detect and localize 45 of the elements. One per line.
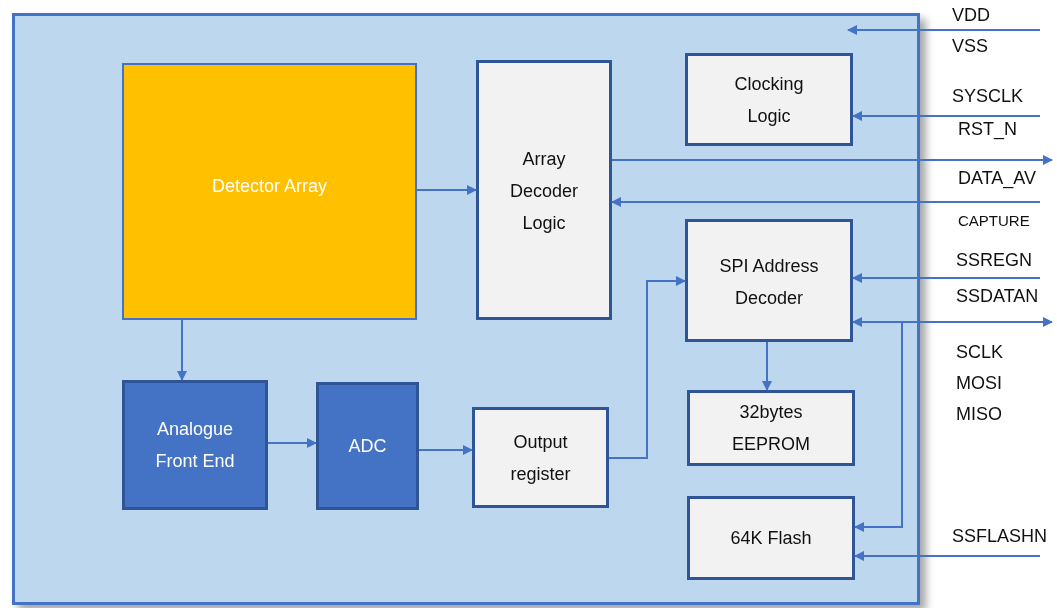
block-label: 32bytes EEPROM (731, 401, 811, 456)
signal-name: SYSCLK (952, 87, 1024, 106)
arrow (854, 551, 1041, 561)
signal-block (122, 380, 268, 510)
arrow (611, 155, 1053, 165)
arrow (418, 445, 473, 455)
logic-block (687, 390, 855, 466)
signal-name: VSS (952, 37, 989, 56)
logic-block (472, 407, 609, 508)
logic-block (476, 60, 612, 320)
arrow (416, 185, 477, 195)
signal-name: VDD (952, 6, 990, 25)
arrow (762, 341, 772, 391)
block-label: ADC (348, 435, 387, 458)
arrow (852, 317, 1053, 327)
signal-name: SSFLASHN (952, 527, 1048, 546)
signal-name: CAPTURE (958, 211, 1030, 230)
arrow (847, 25, 1041, 35)
block-label: SPI Address Decoder (718, 255, 820, 310)
arrow (177, 319, 187, 381)
arrow (854, 321, 903, 532)
signal-name: MOSI (956, 374, 1002, 393)
block-label: Array Decoder Logic (508, 148, 579, 235)
signal-name: DATA_AV (958, 169, 1037, 188)
signal-block (316, 382, 419, 510)
arrow (267, 438, 317, 448)
chip-outline (12, 13, 920, 605)
signal-name: SCLK (956, 343, 1004, 362)
block-label: 64K Flash (730, 527, 812, 550)
block-label: Detector Array (211, 175, 327, 198)
logic-block (685, 219, 853, 342)
arrow (852, 273, 1041, 283)
logic-block (687, 496, 855, 580)
logic-block (685, 53, 853, 146)
block-label: Analogue Front End (154, 418, 236, 473)
block-label: Clocking Logic (733, 72, 805, 128)
block-label: Output register (509, 430, 572, 486)
signal-name: RST_N (958, 120, 1017, 139)
signal-name: MISO (956, 405, 1002, 424)
arrow (611, 197, 1041, 207)
arrow (852, 111, 1041, 121)
signal-name: SSDATAN (956, 287, 1039, 306)
signal-name: SSREGN (956, 251, 1033, 270)
detector-block (122, 63, 417, 320)
arrow (608, 276, 686, 459)
